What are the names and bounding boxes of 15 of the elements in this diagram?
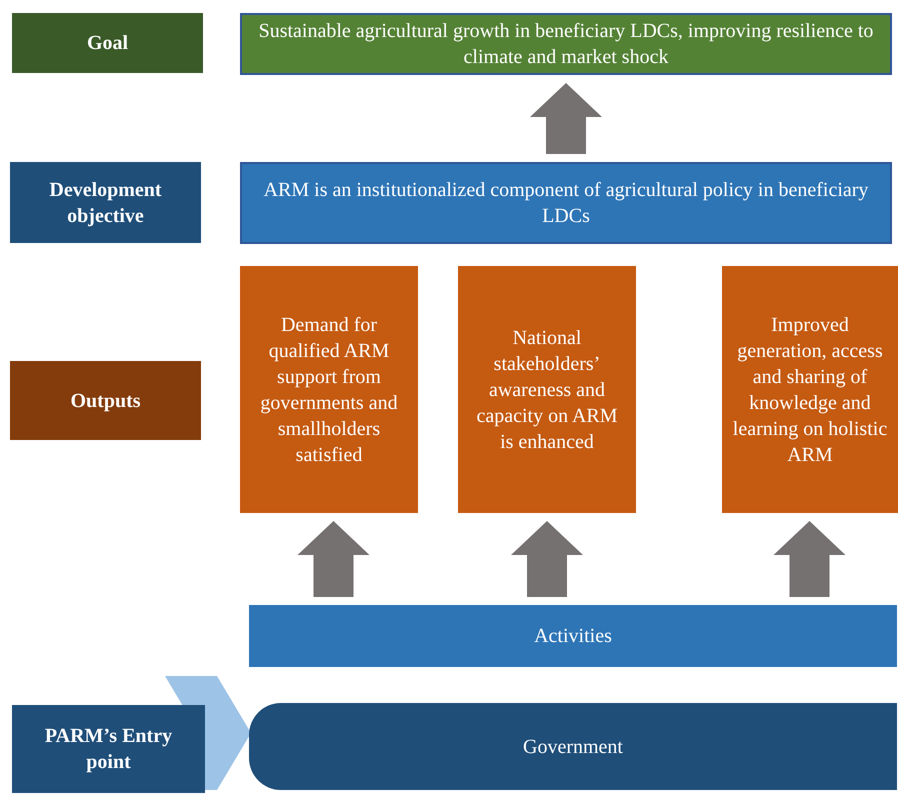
output-box: Improved generation, access and sharing of knowledge and learning on holistic ARM	[722, 266, 898, 513]
government-bar: Government	[249, 703, 897, 790]
block-arrow	[530, 83, 602, 154]
level-label: Development objective	[10, 162, 201, 243]
block-arrow	[774, 521, 846, 597]
block-arrow	[511, 521, 583, 597]
level-label: Goal	[12, 13, 203, 73]
level-label: Outputs	[10, 361, 201, 440]
activities-bar: Activities	[249, 605, 897, 667]
goal-box: Sustainable agricultural growth in beneficiary LDCs, improving resilience to climate and market shock	[240, 13, 892, 75]
output-box: Demand for qualified ARM support from governments and smallholders satisfied	[240, 266, 418, 513]
level-label: PARM’s Entry point	[12, 705, 205, 793]
block-arrow	[298, 521, 370, 597]
output-box: National stakeholders’ awareness and capacity on ARM is enhanced	[458, 266, 636, 513]
objective-box: ARM is an institutionalized component of agricultural policy in beneficiary LDCs	[240, 162, 892, 244]
